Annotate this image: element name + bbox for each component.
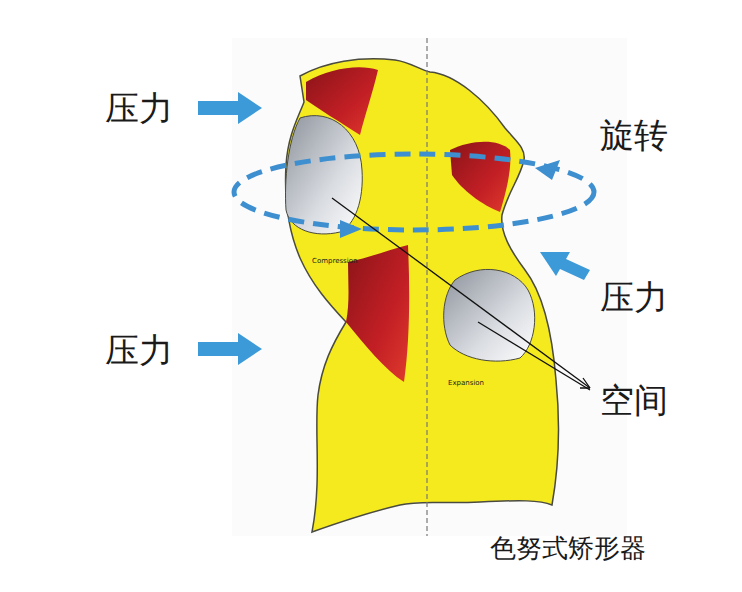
space-label: 空间 (600, 383, 668, 417)
leader-line (580, 378, 590, 388)
leader-line (478, 322, 590, 390)
pressure-pad (346, 245, 409, 382)
pressure-label: 压力 (600, 280, 668, 314)
midline (426, 38, 427, 536)
compression-label: Compression (312, 258, 357, 265)
caption: 色努式矫形器 (490, 535, 646, 561)
panel (232, 38, 627, 536)
rotation-arrowhead (340, 220, 362, 238)
rotation-arrowhead (535, 160, 560, 180)
pressure-arrow (198, 333, 262, 365)
expansion-label: Expansion (448, 380, 484, 387)
expansion-space (444, 269, 535, 361)
pressure-arrow (540, 252, 590, 280)
pressure-label: 压力 (105, 333, 173, 367)
expansion-space (286, 116, 363, 234)
pressure-label: 压力 (105, 91, 173, 125)
rotation-ellipse (234, 154, 594, 230)
brace-body (286, 59, 559, 532)
leader-line (332, 198, 590, 388)
pressure-arrow (198, 92, 262, 124)
pressure-pad (450, 142, 510, 212)
rotation-label: 旋转 (600, 118, 668, 152)
